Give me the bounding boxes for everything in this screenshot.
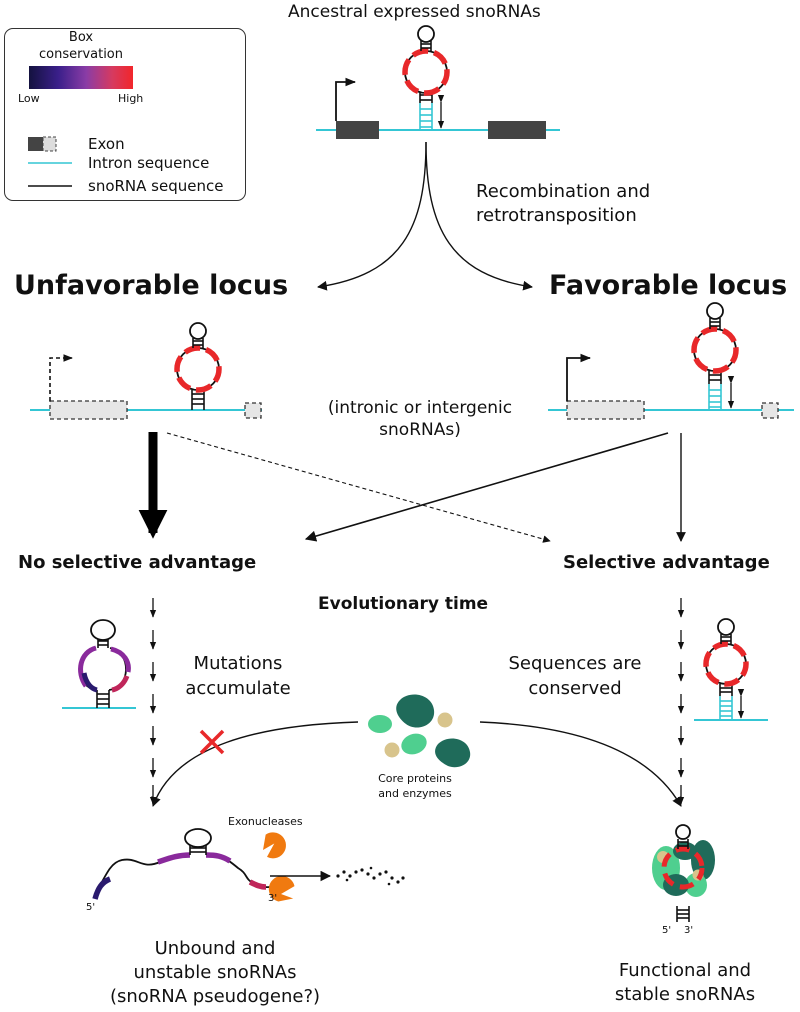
unfavorable-snorna-icon [174, 322, 222, 410]
dashed-arrow-to-advantage [166, 432, 551, 543]
intronic-line1: (intronic or intergenic [327, 398, 513, 418]
arrow-favorable-to-no-advantage [304, 432, 669, 542]
legend-intron-label: Intron sequence [88, 154, 210, 172]
core-proteins-line2: and enzymes [378, 787, 452, 800]
blocked-cross-icon [199, 729, 225, 755]
unbound-line3: (snoRNA pseudogene?) [109, 986, 321, 1007]
unfavorable-locus-title: Unfavorable locus [14, 270, 289, 301]
exonucleases-label: Exonucleases [228, 815, 303, 828]
legend-exon-label: Exon [88, 135, 125, 153]
legend-snorna-label: snoRNA sequence [88, 177, 224, 195]
recombination-line2: retrotransposition [476, 205, 637, 226]
no-selective-advantage: No selective advantage [18, 552, 257, 573]
functional-5prime: 5' [662, 925, 672, 936]
functional-snornp-icon [652, 824, 715, 922]
favorable-snorna-icon [691, 302, 739, 384]
unbound-line2: unstable snoRNAs [133, 962, 297, 983]
mutations-line1: Mutations [193, 653, 283, 674]
sequences-line1: Sequences are [508, 653, 642, 674]
unbound-3prime: 3' [268, 893, 278, 904]
legend-high: High [118, 92, 144, 105]
mutated-snorna-icon [62, 619, 136, 709]
core-proteins-line1: Core proteins [378, 772, 452, 785]
unbound-line1: Unbound and [154, 938, 276, 959]
conserved-snorna-icon [694, 618, 768, 721]
intronic-line2: snoRNAs) [379, 420, 461, 440]
unbound-snorna-icon [92, 828, 277, 900]
functional-line2: stable snoRNAs [614, 984, 756, 1005]
arrow-to-unfavorable [317, 141, 427, 291]
favorable-gene [548, 353, 794, 420]
ancestral-snorna-icon [402, 25, 450, 103]
favorable-locus-title: Favorable locus [549, 270, 788, 301]
ancestral-gene [316, 77, 560, 139]
legend [4, 28, 246, 201]
arrow-to-favorable [425, 141, 533, 291]
top-title: Ancestral expressed snoRNAs [288, 2, 541, 22]
selective-advantage: Selective advantage [563, 552, 770, 573]
evolutionary-time: Evolutionary time [318, 594, 489, 614]
sequences-line2: conserved [528, 678, 622, 699]
recombination-line1: Recombination and [476, 181, 651, 202]
conservation-gradient [29, 66, 133, 89]
legend-title-line1: Box [68, 30, 94, 45]
legend-low: Low [18, 92, 40, 105]
arrow-to-functional [479, 721, 682, 807]
unfavorable-gene [30, 354, 262, 420]
arrow-to-unbound [151, 721, 359, 807]
functional-3prime: 3' [684, 925, 694, 936]
core-proteins-icon [368, 694, 471, 768]
mutations-line2: accumulate [185, 678, 291, 699]
functional-line1: Functional and [618, 960, 752, 981]
legend-title-line2: conservation [38, 47, 124, 62]
legend-exon-icon [28, 136, 57, 152]
degraded-fragments-icon [336, 866, 405, 886]
unbound-5prime: 5' [86, 902, 96, 913]
exonuclease-icon [263, 832, 295, 902]
